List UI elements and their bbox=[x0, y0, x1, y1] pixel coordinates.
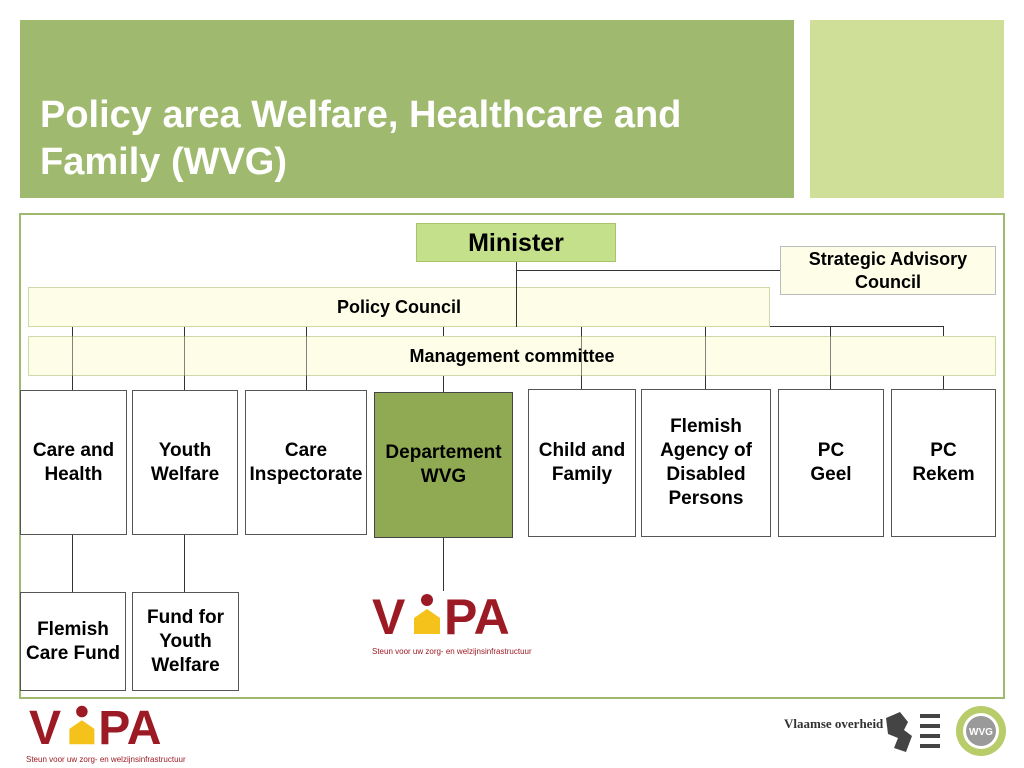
connector-line bbox=[516, 287, 517, 327]
wvg-badge-text: WVG bbox=[969, 727, 993, 738]
policy-council-band: Policy Council bbox=[28, 287, 770, 327]
flemish-lion-icon bbox=[886, 712, 940, 752]
policy-council-label: Policy Council bbox=[336, 296, 462, 317]
side-banner bbox=[810, 20, 1004, 198]
vipa-mark-icon: V PA bbox=[29, 701, 161, 755]
management-committee-band: Management committee bbox=[28, 336, 996, 376]
slide-title: Policy area Welfare, Healthcare and Fami… bbox=[40, 94, 682, 183]
connector-line bbox=[443, 537, 444, 591]
vipa-tagline: Steun voor uw zorg- en welzijnsinfrastru… bbox=[372, 647, 532, 656]
connector-line bbox=[581, 336, 582, 376]
svg-text:V: V bbox=[372, 589, 406, 640]
entity-child-and-family: Child and Family bbox=[528, 389, 636, 537]
title-banner bbox=[20, 20, 794, 198]
connector-line bbox=[72, 534, 73, 592]
vlaamse-overheid-label: Vlaamse overheid bbox=[784, 716, 884, 731]
svg-text:PA: PA bbox=[98, 701, 161, 750]
connector-line bbox=[306, 336, 307, 376]
entity-care-and-health: Care and Health bbox=[20, 390, 127, 535]
minister-box: Minister bbox=[416, 223, 616, 262]
sub-entity-flemish-care-fund: Flemish Care Fund bbox=[20, 592, 126, 691]
entity-departement-wvg: Departement WVG bbox=[374, 392, 513, 538]
wvg-badge-icon: WVG bbox=[956, 706, 1006, 756]
entity-pc-rekem: PC Rekem bbox=[891, 389, 996, 537]
entity-pc-geel: PC Geel bbox=[778, 389, 884, 537]
connector-line bbox=[516, 270, 780, 271]
connector-line bbox=[705, 336, 706, 376]
strategic-advisory-council-box: Strategic Advisory Council bbox=[780, 246, 996, 295]
connector-line bbox=[830, 336, 831, 376]
connector-line bbox=[72, 336, 73, 376]
vipa-tagline: Steun voor uw zorg- en welzijnsinfrastru… bbox=[26, 755, 186, 764]
sub-entity-fund-youth-welfare: Fund for Youth Welfare bbox=[132, 592, 239, 691]
entity-care-inspectorate: Care Inspectorate bbox=[245, 390, 367, 535]
vipa-mark-icon: V PA bbox=[372, 589, 510, 645]
connector-line bbox=[184, 534, 185, 592]
entity-youth-welfare: Youth Welfare bbox=[132, 390, 238, 535]
connector-line bbox=[184, 336, 185, 376]
svg-text:V: V bbox=[29, 701, 61, 750]
entity-flemish-agency-disabled-persons: Flemish Agency of Disabled Persons bbox=[641, 389, 771, 537]
management-committee-label: Management committee bbox=[409, 345, 615, 366]
vipa-logo-footer: V PA Steun voor uw zorg- en welzijnsinfr… bbox=[26, 700, 186, 764]
svg-text:PA: PA bbox=[444, 589, 510, 640]
vipa-logo-chart: V PA Steun voor uw zorg- en welzijnsinfr… bbox=[372, 588, 532, 656]
